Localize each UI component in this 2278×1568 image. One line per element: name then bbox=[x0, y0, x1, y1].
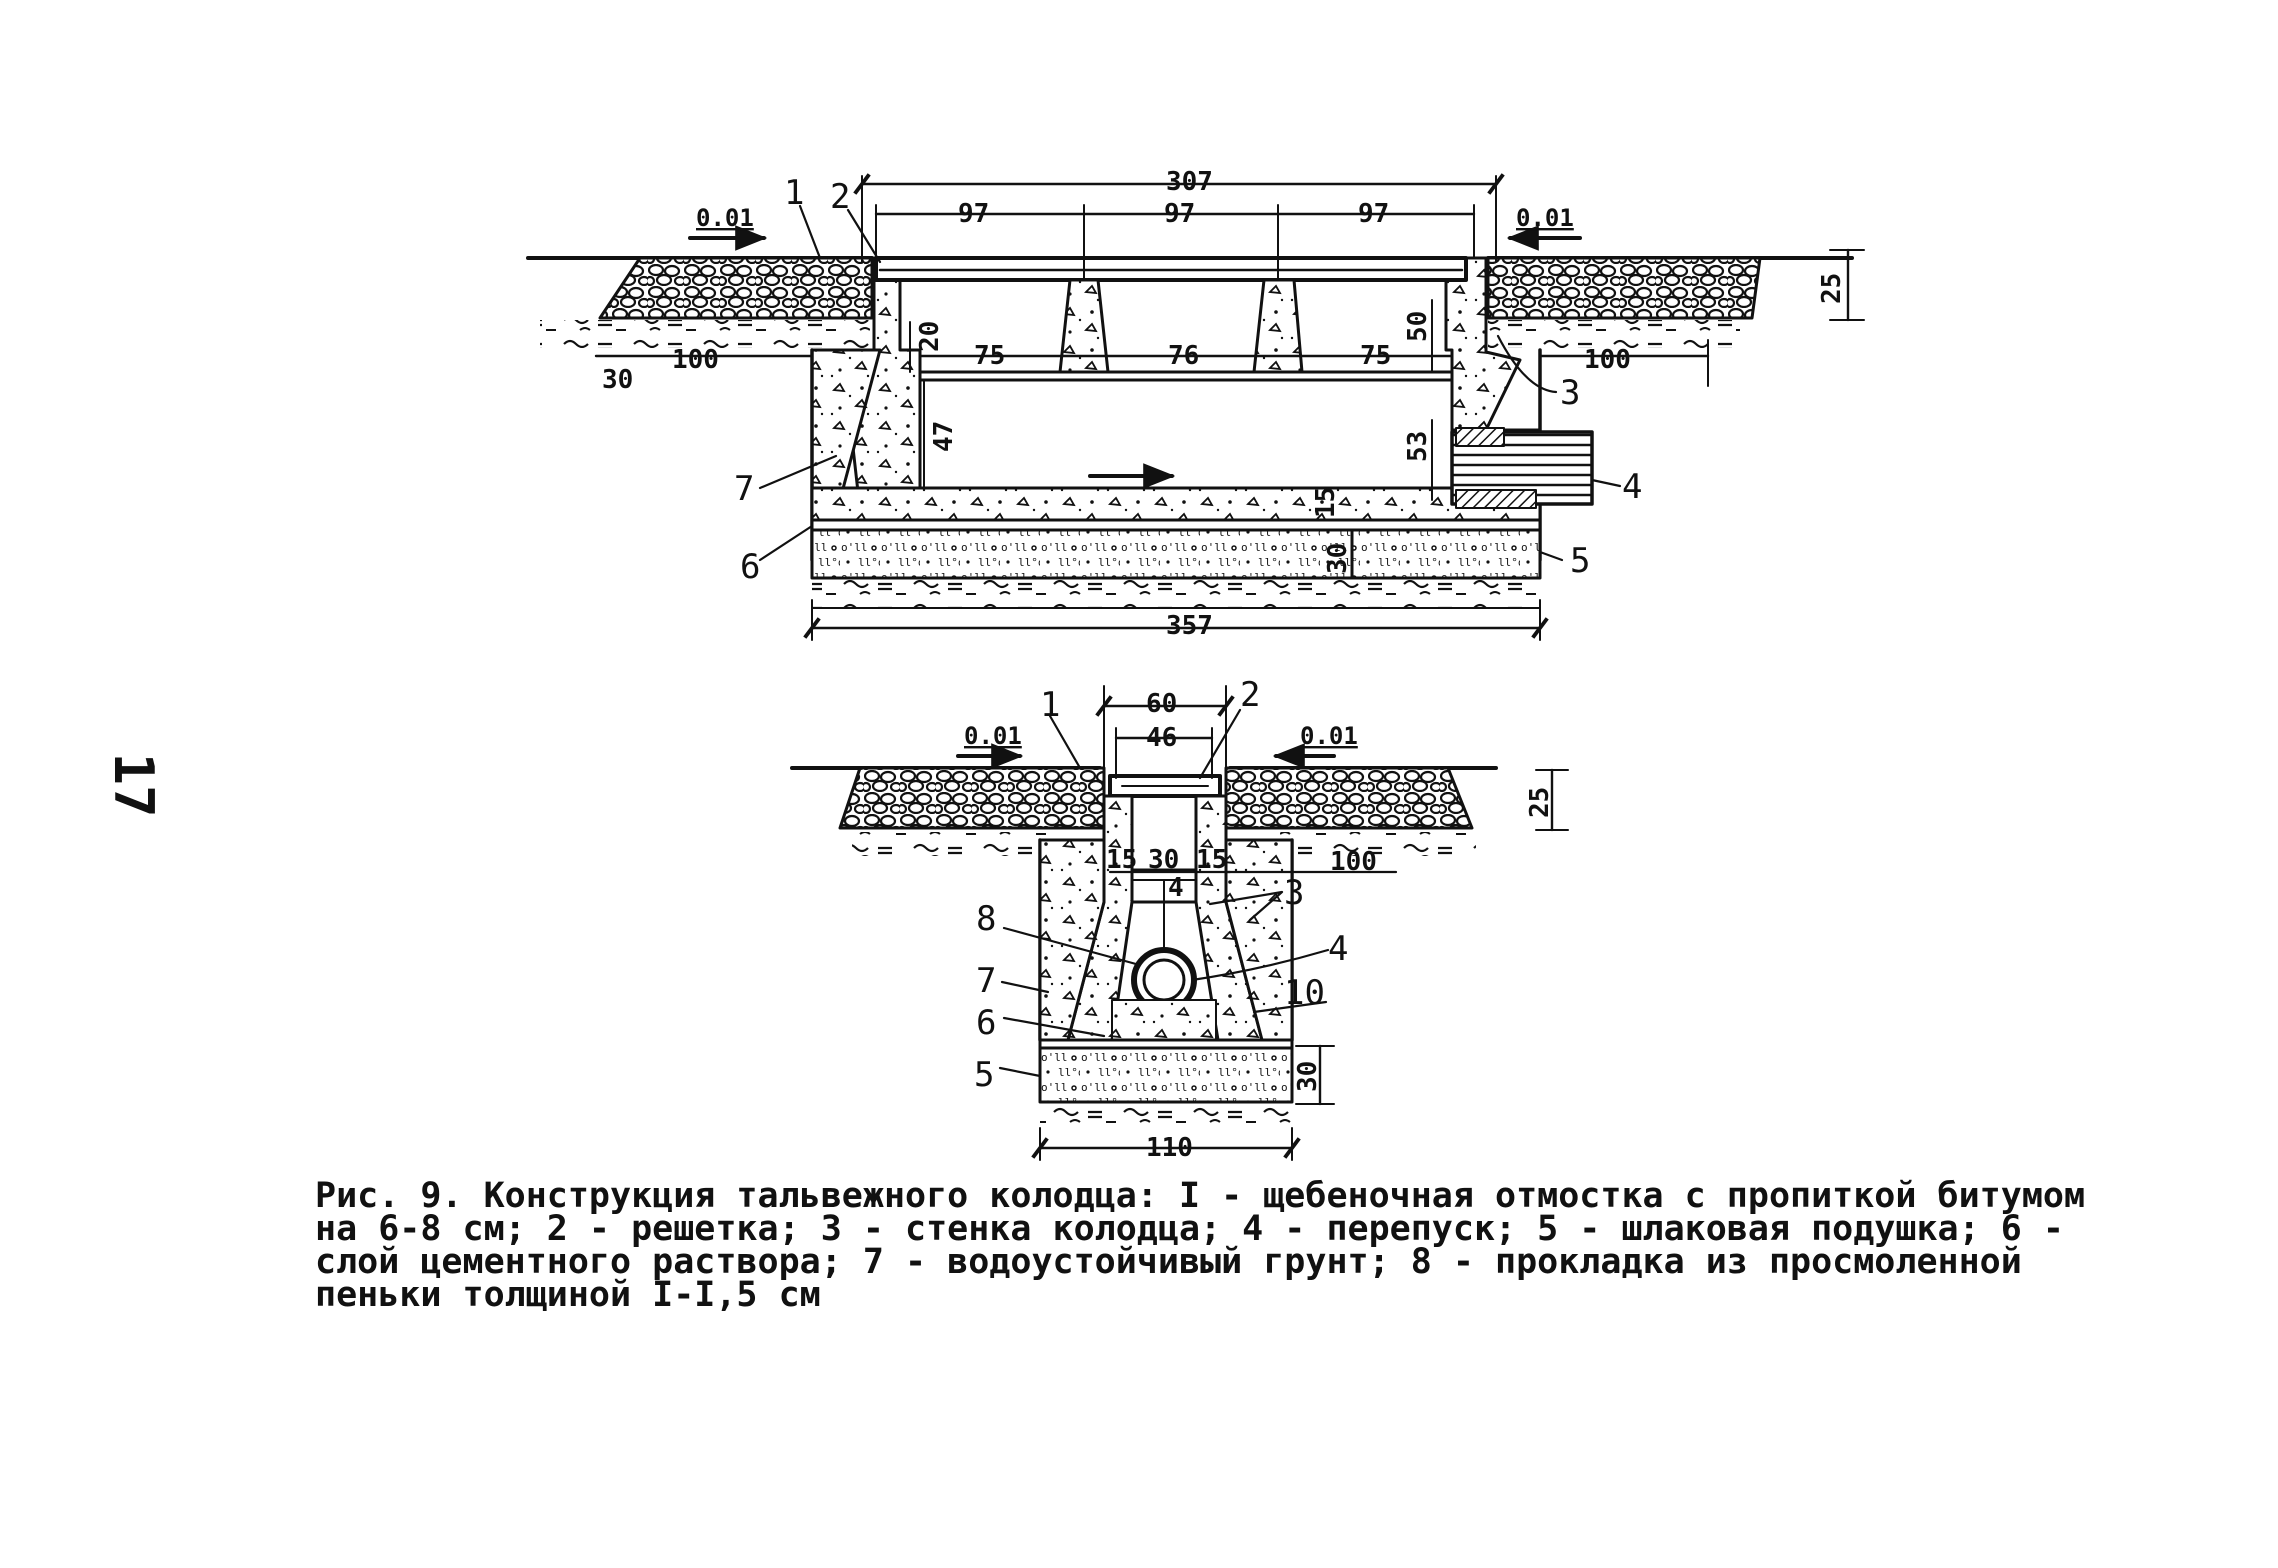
longitudinal-section bbox=[526, 173, 1865, 641]
gravel-paving-right bbox=[1486, 256, 1762, 320]
dim-h25: 25 bbox=[1817, 273, 1847, 304]
cs-dim-15b: 15 bbox=[1196, 845, 1227, 875]
cross-section-annotations: 0.01 0.01 60 46 15 30 15 4 100 25 30 110… bbox=[964, 675, 1555, 1163]
dim-h53: 53 bbox=[1403, 431, 1433, 462]
cs-dim-60: 60 bbox=[1146, 689, 1177, 719]
dim-total-top: 307 bbox=[1166, 167, 1213, 197]
soil-strip-left bbox=[540, 320, 870, 348]
dim-inner-2: 76 bbox=[1168, 341, 1199, 371]
cross-section bbox=[790, 685, 1569, 1161]
slag-cushion bbox=[810, 528, 1542, 580]
inner-chamber bbox=[918, 378, 1454, 490]
dim-h15: 15 bbox=[1311, 487, 1341, 518]
cs-dim-30: 30 bbox=[1148, 845, 1179, 875]
dim-h20: 20 bbox=[915, 321, 945, 352]
cs-callout-2: 2 bbox=[1240, 675, 1260, 715]
cs-dim-46: 46 bbox=[1146, 723, 1177, 753]
dim-total-bottom: 357 bbox=[1166, 611, 1213, 641]
bypass-pipe-hatch-bottom bbox=[1455, 489, 1537, 509]
cs-callout-5: 5 bbox=[974, 1055, 994, 1095]
cs-slag-cushion bbox=[1038, 1046, 1294, 1104]
cs-dim-100: 100 bbox=[1330, 847, 1377, 877]
callout-3: 3 bbox=[1560, 373, 1580, 413]
cs-callout-3: 3 bbox=[1284, 873, 1304, 913]
cs-soil-below bbox=[1040, 1104, 1292, 1128]
cs-slope-label-left: 0.01 bbox=[964, 722, 1022, 750]
soil-below bbox=[812, 580, 1540, 608]
cs-callout-7: 7 bbox=[976, 961, 996, 1001]
bypass-pipe-hatch-top bbox=[1455, 427, 1505, 447]
cs-callout-10: 10 bbox=[1284, 973, 1325, 1013]
caption-line-4: пеньки толщиной I-I,5 см bbox=[315, 1275, 821, 1315]
callout-2: 2 bbox=[830, 177, 850, 217]
cs-callout-4: 4 bbox=[1328, 929, 1348, 969]
page-number: 17 bbox=[102, 752, 165, 818]
cs-dim-30-vertical: 30 bbox=[1293, 1061, 1323, 1092]
cs-callout-8: 8 bbox=[976, 899, 996, 939]
callout-1: 1 bbox=[784, 173, 804, 213]
cs-soil-left bbox=[852, 832, 1048, 856]
dim-left-30: 30 bbox=[602, 365, 633, 395]
callout-5: 5 bbox=[1570, 541, 1590, 581]
inner-column-2 bbox=[1252, 278, 1304, 374]
slope-label-right: 0.01 bbox=[1516, 204, 1574, 232]
dim-seg-1: 97 bbox=[958, 199, 989, 229]
cs-dim-4: 4 bbox=[1168, 873, 1184, 903]
dim-right-100: 100 bbox=[1584, 345, 1631, 375]
dim-seg-2: 97 bbox=[1164, 199, 1195, 229]
figure-caption: Рис. 9. Конструкция тальвежного колодца:… bbox=[315, 1176, 2135, 1315]
dim-seg-3: 97 bbox=[1358, 199, 1389, 229]
cs-gravel-left bbox=[838, 766, 1106, 830]
longitudinal-section-annotations: 0.01 0.01 307 97 97 97 75 76 75 100 100 … bbox=[602, 167, 1847, 641]
dim-inner-3: 75 bbox=[1360, 341, 1391, 371]
dim-left-100: 100 bbox=[672, 345, 719, 375]
cs-gravel-right bbox=[1224, 766, 1474, 830]
inner-column-1 bbox=[1058, 278, 1110, 374]
callout-4: 4 bbox=[1622, 467, 1642, 507]
dim-h30: 30 bbox=[1323, 543, 1353, 574]
dim-inner-1: 75 bbox=[974, 341, 1005, 371]
caption-line-1: Рис. 9. Конструкция тальвежного колодца:… bbox=[315, 1176, 2086, 1216]
cs-waterproof-soil-left bbox=[1038, 838, 1106, 1042]
caption-line-3: слой цементного раствора; 7 - водоустойч… bbox=[315, 1242, 2022, 1282]
cs-soil-right bbox=[1280, 832, 1476, 856]
cs-dim-110: 110 bbox=[1146, 1133, 1193, 1163]
cs-slope-label-right: 0.01 bbox=[1300, 722, 1358, 750]
cs-dim-15a: 15 bbox=[1106, 845, 1137, 875]
gravel-paving-left bbox=[598, 256, 874, 320]
dim-h50: 50 bbox=[1403, 311, 1433, 342]
cs-dim-25: 25 bbox=[1525, 787, 1555, 818]
cs-pipe-bed bbox=[1111, 999, 1217, 1041]
cs-callout-1: 1 bbox=[1040, 685, 1060, 725]
callout-6: 6 bbox=[740, 547, 760, 587]
caption-line-2: на 6-8 см; 2 - решетка; 3 - стенка колод… bbox=[315, 1209, 2064, 1249]
dim-h47: 47 bbox=[929, 421, 959, 452]
callout-7: 7 bbox=[734, 469, 754, 509]
soil-strip-right bbox=[1488, 320, 1740, 348]
cs-callout-6: 6 bbox=[976, 1003, 996, 1043]
slope-label-left: 0.01 bbox=[696, 204, 754, 232]
